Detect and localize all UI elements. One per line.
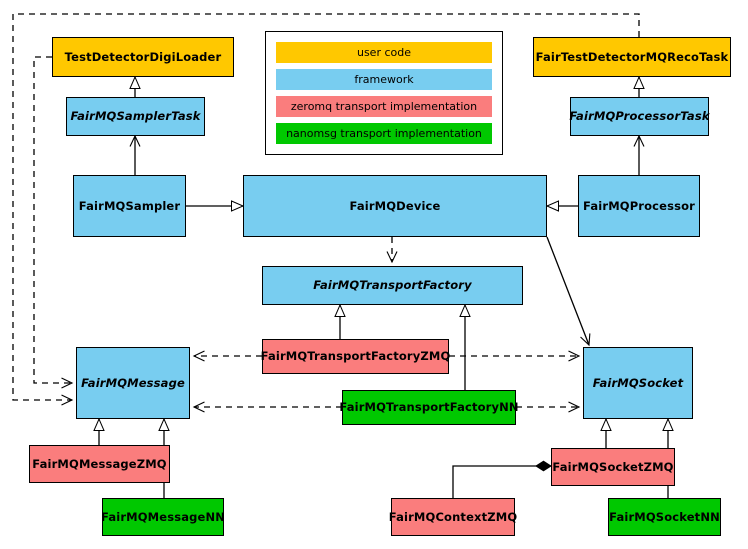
node-fairmqtransportfactory[interactable]: FairMQTransportFactory <box>262 266 523 305</box>
node-fairmqsocket[interactable]: FairMQSocket <box>583 347 693 419</box>
node-fairtestdetectormqrecotask[interactable]: FairTestDetectorMQRecoTask <box>533 37 731 77</box>
legend-item-zeromq: zeromq transport implementation <box>276 96 492 117</box>
legend-item-nanomsg: nanomsg transport implementation <box>276 123 492 144</box>
node-fairmqdevice[interactable]: FairMQDevice <box>243 175 547 237</box>
edge-contextzmq-to-socketzmq <box>452 460 552 498</box>
node-fairmqmessagenn[interactable]: FairMQMessageNN <box>101 498 225 536</box>
node-testdetectordigiloader[interactable]: TestDetectorDigiLoader <box>52 37 234 77</box>
node-fairmqcontextzmq[interactable]: FairMQContextZMQ <box>389 498 517 536</box>
legend-item-framework: framework <box>276 69 492 90</box>
node-fairmqprocessor[interactable]: FairMQProcessor <box>578 175 700 237</box>
node-fairmqprocessortask[interactable]: FairMQProcessorTask <box>569 97 709 136</box>
node-fairmqsampler[interactable]: FairMQSampler <box>73 175 186 237</box>
node-fairmqsamplertask[interactable]: FairMQSamplerTask <box>66 97 205 136</box>
node-fairmqsocketzmq[interactable]: FairMQSocketZMQ <box>551 448 675 486</box>
node-fairmqmessagezmq[interactable]: FairMQMessageZMQ <box>29 445 170 483</box>
legend: user code framework zeromq transport imp… <box>265 31 503 155</box>
legend-item-user-code: user code <box>276 42 492 63</box>
edge-device-to-socket <box>546 236 591 347</box>
node-fairmqsocketnn[interactable]: FairMQSocketNN <box>608 498 721 536</box>
node-fairmqmessage[interactable]: FairMQMessage <box>76 347 190 419</box>
node-fairmqtransportfactorynn[interactable]: FairMQTransportFactoryNN <box>339 390 519 425</box>
node-fairmqtransportfactoryzmq[interactable]: FairMQTransportFactoryZMQ <box>261 339 450 374</box>
